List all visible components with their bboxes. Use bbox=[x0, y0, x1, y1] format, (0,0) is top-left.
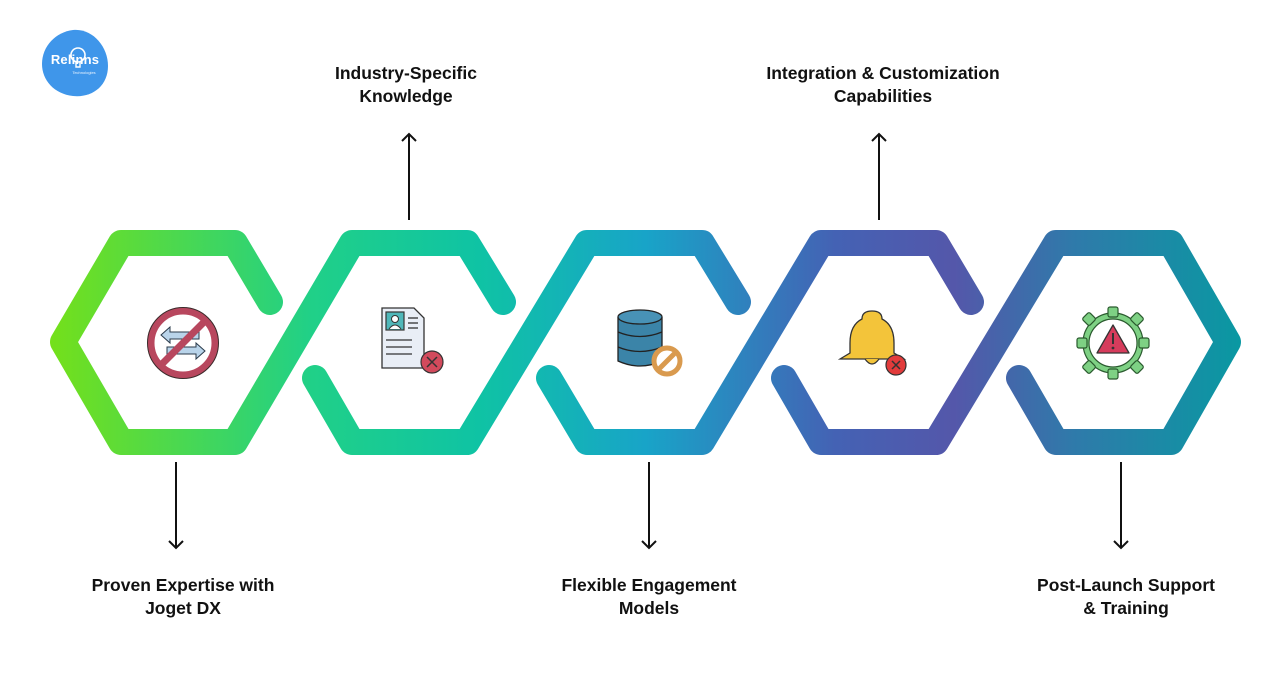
step-2-label-line2: Knowledge bbox=[359, 86, 453, 106]
arrow-down-step-1 bbox=[168, 462, 184, 550]
step-4-label-line1: Integration & Customization bbox=[766, 63, 1000, 83]
hex-link-3 bbox=[536, 230, 984, 455]
step-5-label: Post-Launch Support & Training bbox=[986, 574, 1266, 620]
step-2-label-line1: Industry-Specific bbox=[335, 63, 477, 83]
step-5-label-line1: Post-Launch Support bbox=[1037, 575, 1215, 595]
hex-link-2 bbox=[302, 230, 751, 455]
arrow-up-step-4 bbox=[871, 132, 887, 220]
logo-blob bbox=[42, 29, 108, 97]
arrow-up-step-2 bbox=[401, 132, 417, 220]
hex-link-1 bbox=[50, 230, 516, 455]
step-1-label: Proven Expertise with Joget DX bbox=[43, 574, 323, 620]
step-3-label: Flexible Engagement Models bbox=[509, 574, 789, 620]
gear-warning-icon bbox=[1076, 306, 1150, 380]
step-3-label-line2: Models bbox=[618, 598, 680, 618]
hex-link-4 bbox=[771, 230, 1241, 455]
logo-tagline: Technologies bbox=[72, 70, 96, 75]
brand-logo: Relinns Technologies bbox=[40, 28, 110, 98]
logo-text: Relinns bbox=[50, 52, 100, 67]
step-3-label-line1: Flexible Engagement bbox=[561, 575, 737, 595]
step-1-label-line2: Joget DX bbox=[145, 598, 221, 618]
step-4-label-line2: Capabilities bbox=[833, 86, 933, 106]
rejected-resume-icon bbox=[381, 307, 444, 374]
blocked-database-icon bbox=[617, 309, 683, 377]
no-swap-icon bbox=[147, 307, 219, 379]
muted-bell-icon bbox=[838, 310, 907, 376]
step-5-label-line2: & Training bbox=[1083, 598, 1169, 618]
arrow-down-step-5 bbox=[1113, 462, 1129, 550]
arrow-down-step-3 bbox=[641, 462, 657, 550]
step-1-label-line1: Proven Expertise with bbox=[91, 575, 275, 595]
step-2-label: Industry-Specific Knowledge bbox=[266, 62, 546, 108]
step-4-label: Integration & Customization Capabilities bbox=[713, 62, 1053, 108]
